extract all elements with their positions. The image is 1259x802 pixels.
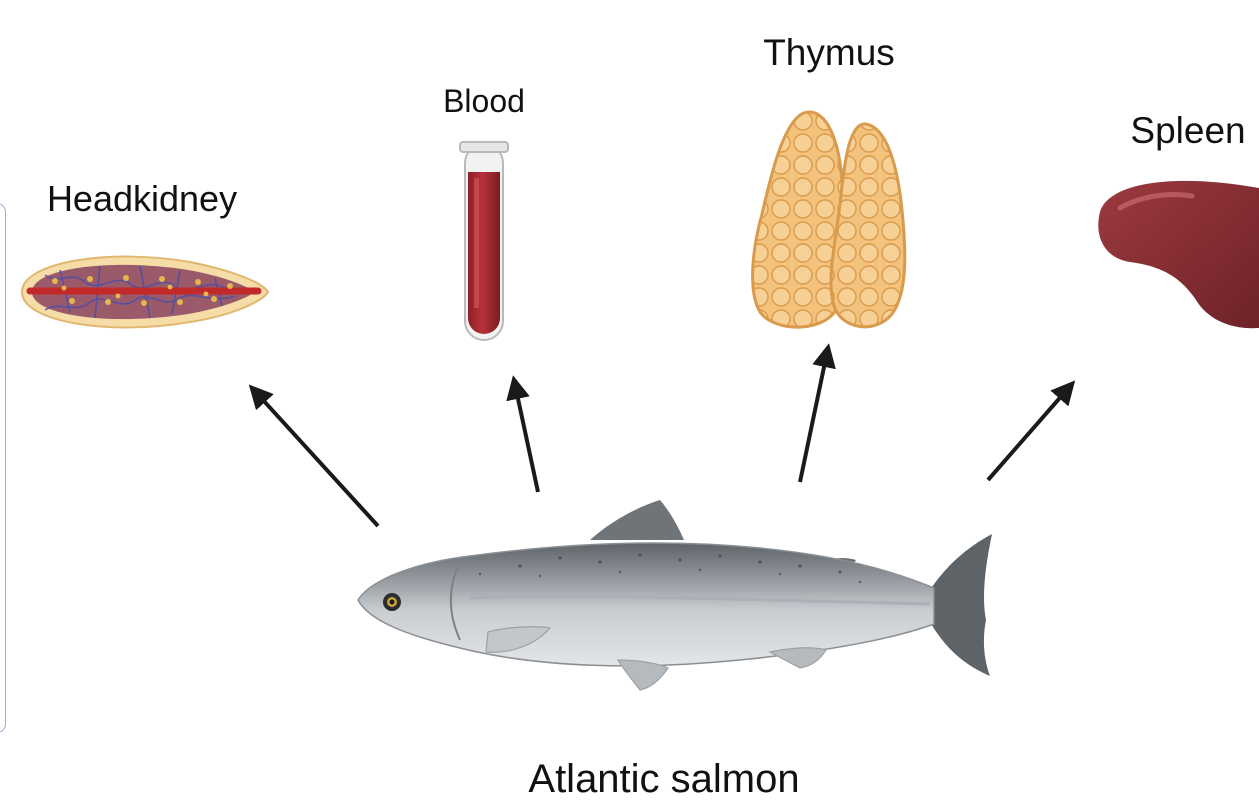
- thymus-organ-icon: [753, 112, 905, 327]
- spleen-organ-icon: [1098, 181, 1259, 328]
- spleen-label: Spleen: [1130, 112, 1245, 149]
- blood-tube-icon: [460, 142, 508, 340]
- salmon-fish-icon: [358, 500, 992, 690]
- arrows: [252, 348, 1072, 526]
- arrow-to-blood: [514, 380, 538, 492]
- thymus-label: Thymus: [763, 34, 895, 71]
- blood-label: Blood: [443, 85, 525, 117]
- fish-label: Atlantic salmon: [528, 759, 799, 799]
- headkidney-organ-icon: [22, 257, 268, 328]
- headkidney-label: Headkidney: [47, 181, 237, 217]
- arrow-to-thymus: [800, 348, 828, 482]
- arrow-to-headkidney: [252, 388, 378, 526]
- arrow-to-spleen: [988, 384, 1072, 480]
